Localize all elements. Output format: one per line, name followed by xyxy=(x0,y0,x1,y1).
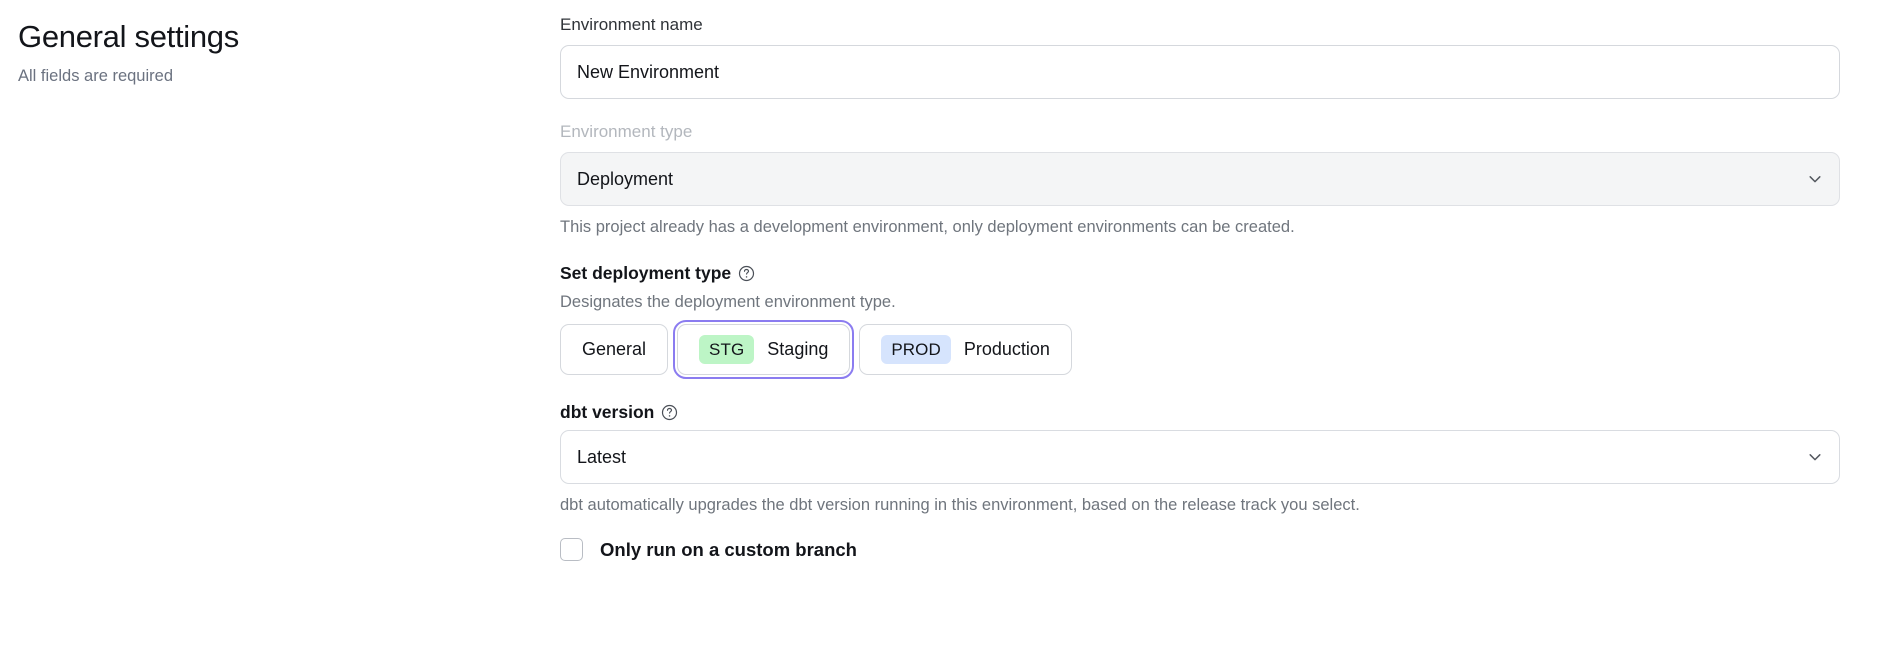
page-title: General settings xyxy=(18,19,239,54)
page-header: General settings All fields are required xyxy=(18,18,518,87)
deployment-type-option-production-label: Production xyxy=(963,339,1050,360)
question-circle-icon[interactable] xyxy=(738,265,755,282)
environment-name-input[interactable]: New Environment xyxy=(560,45,1840,100)
deployment-type-field: Set deployment type Designates the deplo… xyxy=(560,262,1840,380)
deployment-type-option-staging-label: Staging xyxy=(767,339,829,360)
dbt-version-value: Latest xyxy=(577,446,627,467)
deployment-type-option-staging[interactable]: STG Staging xyxy=(673,320,855,380)
staging-badge: STG xyxy=(699,335,755,365)
chevron-down-icon xyxy=(1809,176,1821,183)
custom-branch-row: Only run on a custom branch xyxy=(560,538,1840,562)
dbt-version-label: dbt version xyxy=(560,402,655,423)
question-circle-icon[interactable] xyxy=(661,404,678,421)
environment-type-label: Environment type xyxy=(560,122,693,142)
deployment-type-label: Set deployment type xyxy=(560,263,732,284)
deployment-type-option-general[interactable]: General xyxy=(560,324,669,376)
environment-name-label: Environment name xyxy=(560,15,703,34)
deployment-type-label-row: Set deployment type xyxy=(560,262,1840,285)
environment-type-helper: This project already has a development e… xyxy=(560,218,1295,237)
dbt-version-select[interactable]: Latest xyxy=(560,430,1840,485)
dbt-version-field: dbt version Latest dbt automatically upg… xyxy=(560,401,1840,516)
chevron-down-icon xyxy=(1809,454,1821,461)
deployment-type-option-general-label: General xyxy=(582,339,647,360)
deployment-type-option-production[interactable]: PROD Production xyxy=(859,324,1072,376)
settings-form: Environment name New Environment Environ… xyxy=(560,14,1840,562)
environment-name-field: Environment name New Environment xyxy=(560,14,1840,100)
production-badge: PROD xyxy=(881,335,951,365)
dbt-version-label-row: dbt version xyxy=(560,401,1840,424)
page-subtitle: All fields are required xyxy=(18,66,173,85)
deployment-type-description: Designates the deployment environment ty… xyxy=(560,293,896,312)
custom-branch-checkbox[interactable] xyxy=(560,538,583,562)
custom-branch-label: Only run on a custom branch xyxy=(600,538,857,560)
environment-type-select[interactable]: Deployment xyxy=(560,152,1840,207)
environment-type-value: Deployment xyxy=(577,168,674,189)
dbt-version-helper: dbt automatically upgrades the dbt versi… xyxy=(560,496,1360,515)
environment-type-field: Environment type Deployment This project… xyxy=(560,121,1840,238)
deployment-type-options: General STG Staging PROD Production xyxy=(560,320,1840,380)
